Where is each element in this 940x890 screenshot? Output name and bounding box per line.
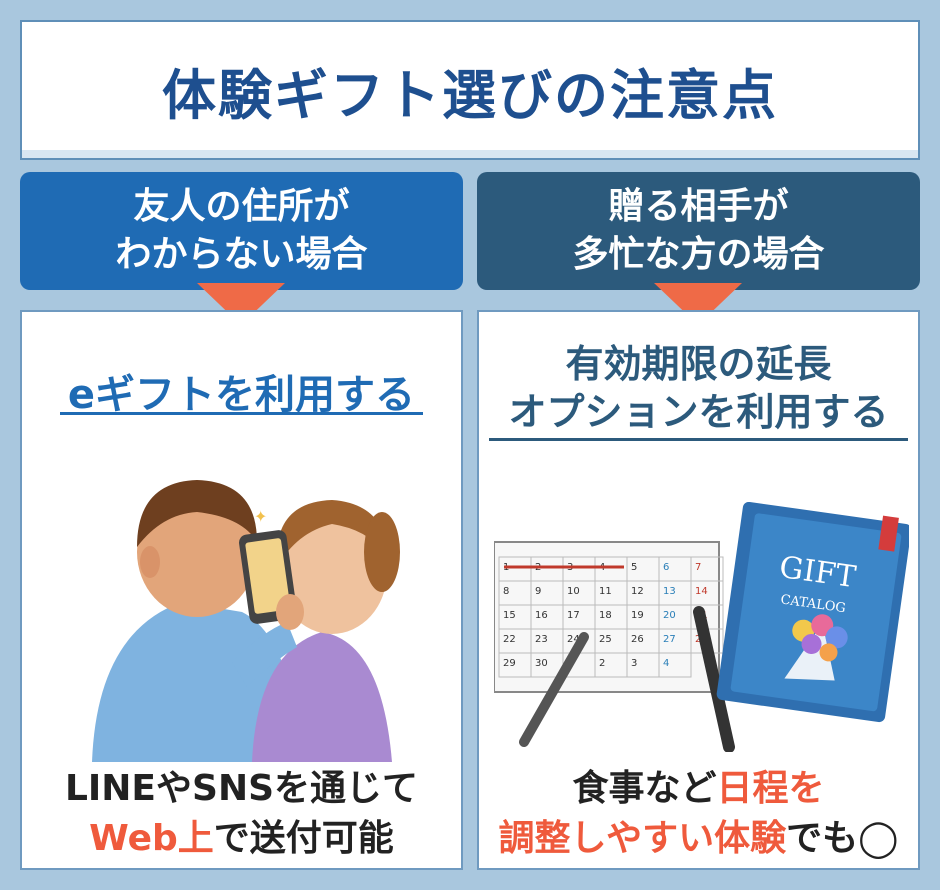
catalog-cover (730, 513, 902, 712)
title-banner: 体験ギフト選びの注意点 (20, 20, 920, 160)
calendar-day-number: 19 (631, 610, 644, 621)
calendar-day-number: 18 (599, 610, 612, 621)
right-case-header: 贈る相手が 多忙な方の場合 (477, 172, 920, 290)
woman-hair (276, 500, 391, 572)
flower-blue (825, 626, 848, 649)
right-solution-panel: 有効期限の延長 オプションを利用する 123456789101112131415… (477, 310, 920, 870)
calendar-day-number: 8 (503, 586, 509, 597)
calendar-day-number: 23 (535, 634, 548, 645)
pencil-icon (519, 632, 589, 747)
calendar-day-number: 9 (535, 586, 541, 597)
man-hand (276, 594, 304, 630)
woman-shirt (252, 632, 392, 762)
left-caption-line2: Web上で送付可能 (22, 814, 461, 864)
couple-with-phone-illustration: ✦ (92, 480, 400, 762)
sparkle-icon: ✦ (254, 507, 267, 526)
left-caption-line1: LINEやSNSを通じて (64, 768, 419, 809)
right-caption-accent1: 日程を (716, 768, 825, 809)
page-title: 体験ギフト選びの注意点 (162, 63, 778, 127)
right-subheading-line2: オプションを利用する (508, 390, 889, 434)
calendar-day-number: 26 (631, 634, 644, 645)
calendar-cell (658, 652, 692, 678)
bookmark-ribbon-icon (878, 515, 899, 552)
left-header-line1: 友人の住所が (133, 186, 350, 227)
calendar-day-number: 10 (567, 586, 580, 597)
right-subheading-underline (489, 438, 908, 441)
calendar-day-number: 4 (663, 658, 669, 669)
calendar-day-number: 20 (663, 610, 676, 621)
flower-purple (801, 633, 822, 654)
calendar-day-number: 2 (599, 658, 605, 669)
calendar-catalog-illustration: 1234567891011121314151617181920212223242… (494, 502, 909, 752)
right-caption-line2: 調整しやすい体験でも◯ (479, 814, 918, 864)
calendar-day-number: 17 (567, 610, 580, 621)
right-caption-prefix: 食事など (572, 768, 717, 809)
right-caption-line1: 食事など日程を (479, 764, 918, 814)
calendar-day-number: 22 (503, 634, 516, 645)
calendar-day-number: 11 (599, 586, 612, 597)
calendar-day-number: 12 (631, 586, 644, 597)
calendar-day-number: 25 (599, 634, 612, 645)
left-case-header: 友人の住所が わからない場合 (20, 172, 463, 290)
left-subheading: eギフトを利用する (67, 372, 416, 418)
flower-bouquet-icon (784, 614, 848, 681)
right-caption-accent2: 調整しやすい体験 (498, 818, 787, 859)
calendar-day-number: 27 (663, 634, 676, 645)
left-caption-accent: Web上 (89, 818, 214, 859)
man-arm (232, 622, 297, 687)
calendar-day-number: 7 (695, 562, 701, 573)
woman-head (277, 510, 387, 634)
calendar-day-number: 16 (535, 610, 548, 621)
left-subheading-underline (60, 412, 423, 415)
right-subheading: 有効期限の延長 オプションを利用する (479, 340, 918, 436)
woman-ponytail (364, 512, 400, 592)
left-caption-rest: で送付可能 (213, 818, 394, 859)
man-shirt (92, 602, 302, 762)
calendar-day-number: 3 (631, 658, 637, 669)
calendar-day-number: 30 (535, 658, 548, 669)
smartphone-screen (245, 538, 291, 614)
pen-icon (693, 606, 735, 752)
man-ear (140, 546, 160, 578)
right-subheading-line1: 有効期限の延長 (565, 342, 832, 386)
calendar-day-number: 29 (503, 658, 516, 669)
right-header-line2: 多忙な方の場合 (572, 234, 825, 275)
man-hair (137, 480, 257, 547)
right-caption-suffix: でも◯ (786, 818, 899, 859)
calendar-day-number: 5 (631, 562, 637, 573)
left-caption: LINEやSNSを通じて Web上で送付可能 (22, 764, 461, 864)
right-caption: 食事など日程を 調整しやすい体験でも◯ (479, 764, 918, 864)
flower-pink (811, 614, 834, 637)
calendar-day-number: 14 (695, 586, 708, 597)
calendar-day-number: 24 (567, 634, 580, 645)
calendar-day-number: 6 (663, 562, 669, 573)
left-solution-panel: eギフトを利用する ✦ LINEやSNSを通じて Web上で送付可能 (20, 310, 463, 870)
calendar-day-number: 15 (503, 610, 516, 621)
calendar-day-number: 13 (663, 586, 676, 597)
right-header-line1: 贈る相手が (608, 186, 789, 227)
left-header-line2: わからない場合 (115, 234, 368, 275)
flower-orange (819, 643, 838, 662)
